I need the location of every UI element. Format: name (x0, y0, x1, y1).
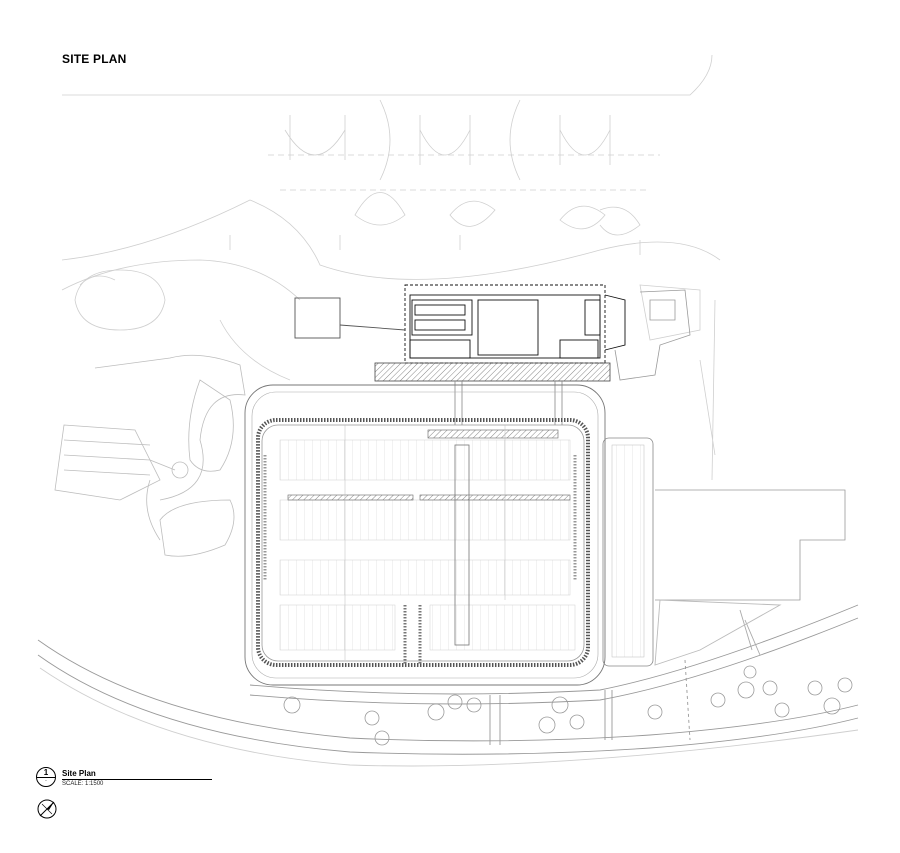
page-title: SITE PLAN (62, 52, 127, 66)
bubble-divider (37, 776, 55, 778)
context-roads-south (37, 599, 859, 767)
drawing-number: 1 (43, 768, 49, 777)
east-parking-strip (602, 437, 654, 667)
legend-underline (62, 779, 212, 780)
context-west (54, 354, 246, 557)
pedestrian-walkways (454, 381, 563, 425)
building-canopy (374, 362, 611, 382)
parking-lot (244, 384, 606, 686)
context-roads-top (61, 54, 721, 481)
context-east-building (614, 289, 846, 601)
landscape-trees (283, 665, 853, 746)
drawing-name: Site Plan (62, 769, 96, 778)
north-arrow-icon (37, 799, 57, 819)
building-footprint (294, 284, 626, 364)
drawing-scale: SCALE: 1:1500 (62, 781, 104, 787)
sheet-reference: - (45, 778, 47, 784)
drawing-number-bubble (36, 767, 56, 787)
